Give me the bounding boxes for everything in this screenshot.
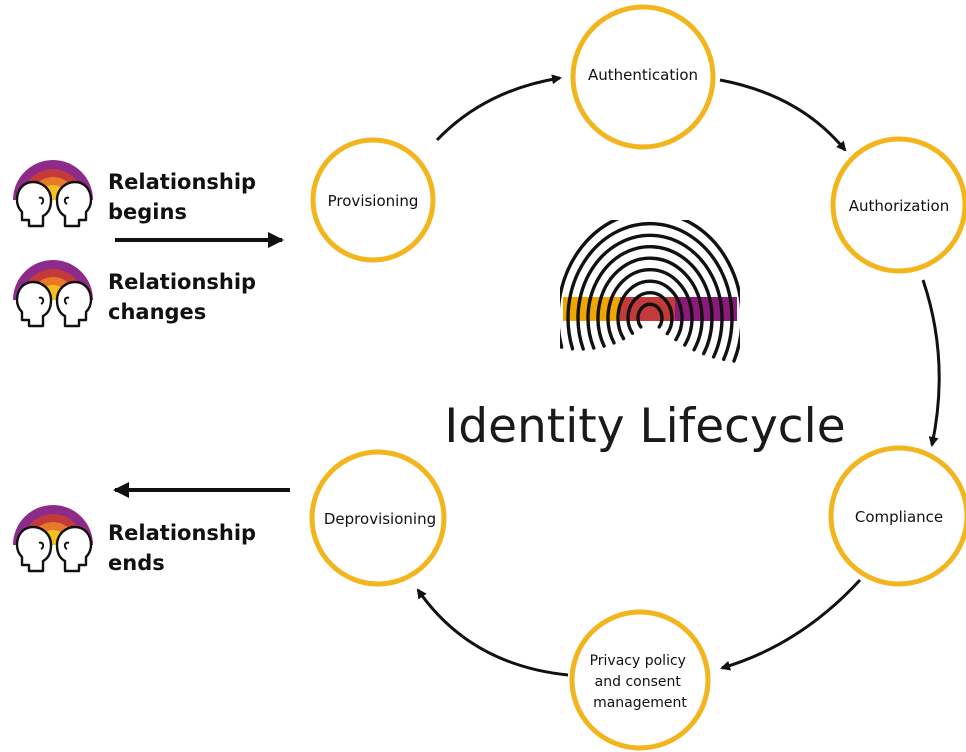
stage-label: Provisioning: [328, 192, 419, 210]
relationship-label-line: Relationship: [108, 270, 256, 294]
fingerprint-ridge: [586, 245, 714, 356]
arrow-privacy-to-deprovisioning: [416, 588, 569, 677]
relationship-label-line: Relationship: [108, 170, 256, 194]
stage-provisioning: Provisioning: [310, 137, 436, 263]
stage-circle: [569, 609, 711, 751]
stage-authentication: Authentication: [570, 4, 716, 150]
cycle-arrows: [416, 74, 941, 677]
head-outline: [15, 180, 53, 228]
stage-label-line: and consent: [595, 674, 682, 690]
fingerprint-icon: [560, 220, 740, 363]
stage-deprovisioning: Deprovisioning: [309, 449, 447, 587]
head-outline: [55, 280, 93, 328]
arrow-authentication-to-authorization: [719, 78, 847, 152]
fingerprint-ridge: [626, 291, 674, 336]
head-outline: [15, 525, 53, 573]
diagram-title: Identity Lifecycle: [444, 399, 845, 454]
relationship-begins: Relationship begins: [13, 160, 263, 228]
fingerprint-ridge: [596, 256, 704, 352]
stage-label: Deprovisioning: [324, 510, 436, 528]
stage-label-line: Privacy policy: [590, 653, 686, 669]
relationship-changes: Relationship changes: [13, 260, 263, 328]
two-heads-icon: [13, 505, 93, 573]
head-outline: [15, 280, 53, 328]
stage-circle: [828, 445, 966, 587]
stage-label-line: Authentication: [588, 66, 698, 84]
stage-label: Compliance: [855, 508, 943, 526]
stage-label-line: Deprovisioning: [324, 510, 436, 528]
relationship-label: Relationship ends: [108, 521, 263, 575]
two-heads-icon: [13, 160, 93, 228]
stage-authorization: Authorization: [830, 136, 966, 274]
stage-label-line: management: [593, 695, 687, 711]
fingerprint-ridge: [606, 268, 694, 347]
head-ear: [38, 196, 45, 205]
relationship-label: Relationship changes: [108, 270, 263, 324]
stage-label-line: Provisioning: [328, 192, 419, 210]
stage-compliance: Compliance: [828, 445, 966, 587]
arrow-compliance-to-privacy: [720, 578, 862, 671]
stage-circle: [309, 449, 447, 587]
relationship-label-line: Relationship: [108, 521, 256, 545]
head-ear: [63, 196, 70, 205]
stage-label: Privacy policy and consent management: [590, 653, 691, 711]
stage-privacy-policy: Privacy policy and consent management: [569, 609, 711, 751]
stage-label: Authorization: [849, 197, 949, 215]
stage-label-line: Compliance: [855, 508, 943, 526]
fingerprint-ridge: [560, 220, 740, 363]
head-ear: [63, 541, 70, 550]
relationship-label-line: ends: [108, 551, 165, 575]
fingerprint-band-purple: [675, 297, 737, 321]
head-outline: [55, 525, 93, 573]
stage-circle: [310, 137, 436, 263]
relationship-label-line: begins: [108, 200, 187, 224]
head-ear: [63, 296, 70, 305]
head-ear: [38, 296, 45, 305]
stage-circle: [830, 136, 966, 274]
arrow-authorization-to-compliance: [921, 279, 941, 447]
arrow-provisioning-to-authentication: [435, 74, 562, 142]
relationship-ends: Relationship ends: [13, 505, 263, 575]
stage-circle: [570, 4, 716, 150]
head-ear: [38, 541, 45, 550]
fingerprint-ridge: [576, 233, 724, 359]
stage-label: Authentication: [588, 66, 698, 84]
fingerprint-ridge: [636, 302, 664, 329]
head-outline: [55, 180, 93, 228]
relationship-label: Relationship begins: [108, 170, 263, 224]
two-heads-icon: [13, 260, 93, 328]
stage-label-line: Authorization: [849, 197, 949, 215]
fingerprint-ridge: [566, 221, 734, 361]
fingerprint-ridge: [616, 279, 684, 342]
relationship-label-line: changes: [108, 300, 206, 324]
